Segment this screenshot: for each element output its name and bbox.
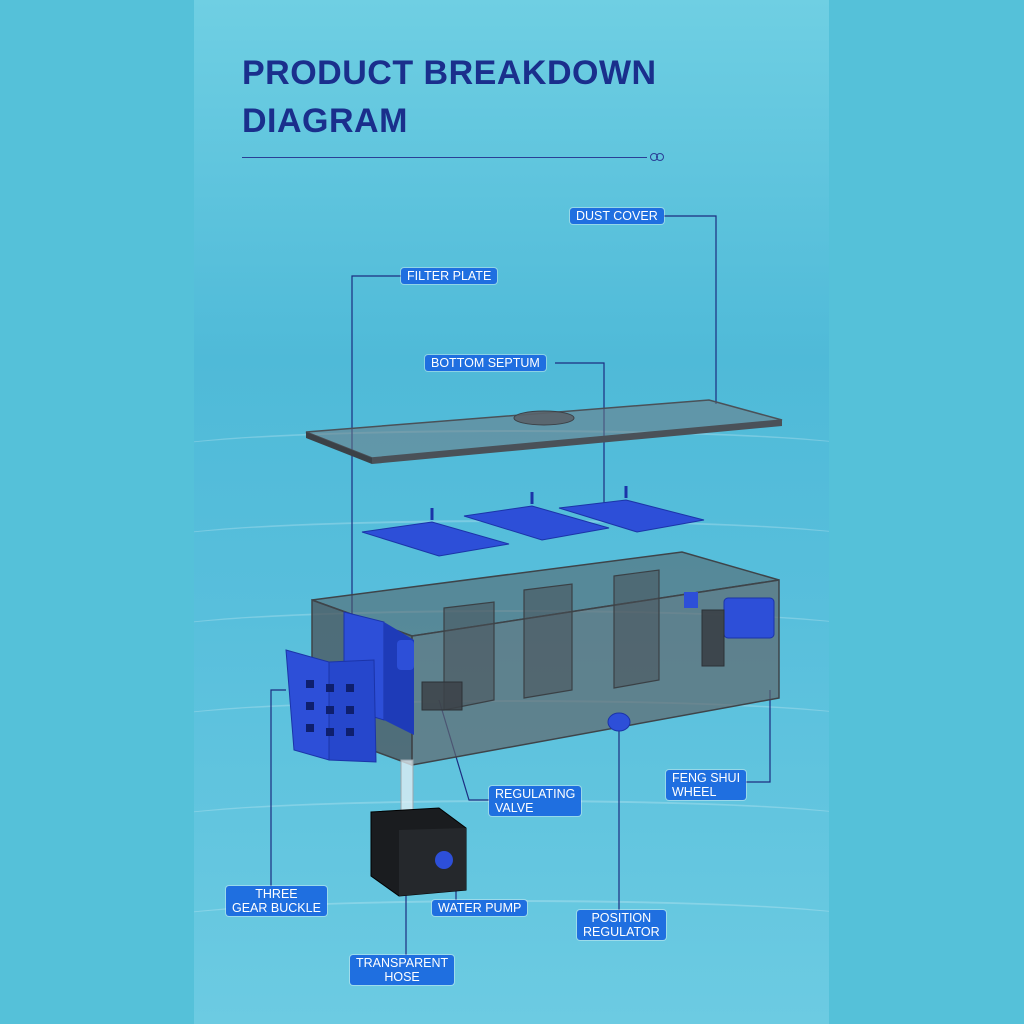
title-underline xyxy=(242,157,647,158)
label-transparent-hose: TRANSPARENT HOSE xyxy=(350,955,455,985)
feng-shui-wheel xyxy=(684,592,775,667)
label-feng-shui-wheel: FENG SHUI WHEEL xyxy=(666,770,747,800)
leader-dust-cover xyxy=(664,215,717,404)
underline-ring-icon xyxy=(656,153,664,161)
label-dust-cover: DUST COVER xyxy=(570,208,664,224)
label-bottom-septum: BOTTOM SEPTUM xyxy=(425,355,546,371)
label-position-regulator: POSITION REGULATOR xyxy=(577,910,666,940)
label-water-pump: WATER PUMP xyxy=(432,900,528,916)
label-filter-plate: FILTER PLATE xyxy=(401,268,498,284)
bottom-septum xyxy=(361,486,705,557)
leader-three-gear-buckle xyxy=(270,689,286,886)
leader-feng-shui-wheel xyxy=(742,690,771,783)
three-gear-buckle xyxy=(285,649,377,763)
label-regulating-valve: REGULATING VALVE xyxy=(489,786,582,816)
label-three-gear-buckle: THREE GEAR BUCKLE xyxy=(226,886,327,916)
regulating-valve xyxy=(421,681,463,711)
water-pump xyxy=(370,807,467,897)
position-regulator xyxy=(607,712,631,732)
product-exploded-view xyxy=(270,215,783,955)
page-title-line2: DIAGRAM xyxy=(242,102,408,140)
dust-cover xyxy=(305,399,783,464)
leader-filter-plate xyxy=(351,275,401,640)
page-title-line1: PRODUCT BREAKDOWN xyxy=(242,54,657,92)
diagram-panel: PRODUCT BREAKDOWN DIAGRAM xyxy=(194,0,829,1024)
leader-bottom-septum xyxy=(555,362,605,505)
